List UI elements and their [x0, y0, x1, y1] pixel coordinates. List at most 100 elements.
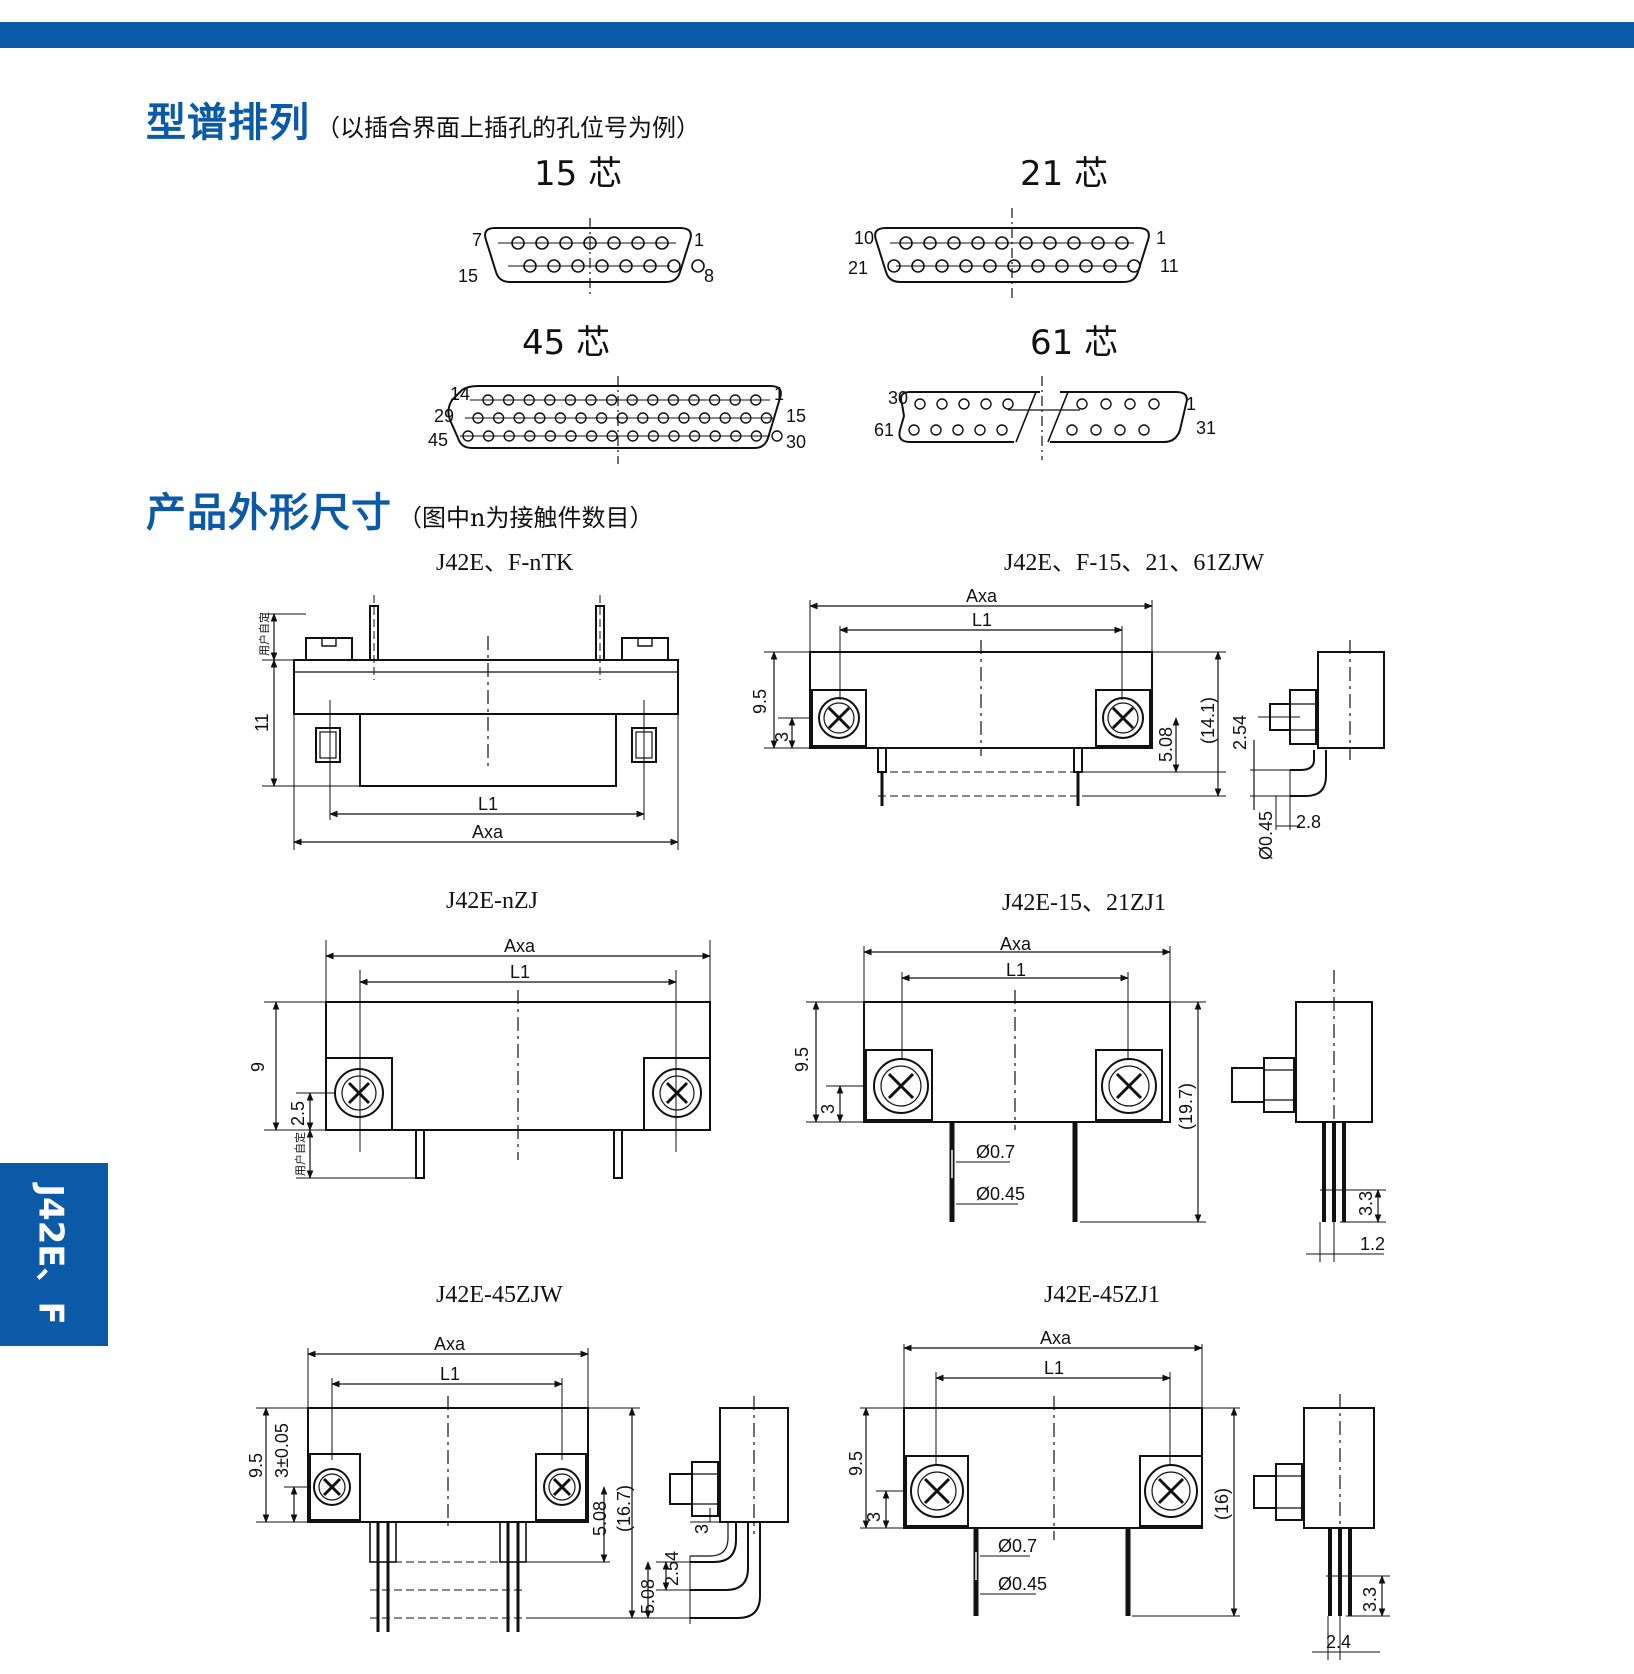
dim-label: 9.5	[792, 1047, 812, 1072]
dim-label: (14.1)	[1198, 697, 1218, 744]
contact-hole	[631, 236, 645, 250]
dim-label: L1	[972, 610, 992, 630]
layout-21-diagram	[874, 208, 1150, 298]
pin-label: 7	[472, 230, 482, 250]
contact-hole	[974, 424, 986, 436]
contact-hole	[1091, 236, 1105, 250]
pin-label: 11	[1160, 256, 1179, 276]
dim-label: L1	[510, 962, 530, 982]
dim-label: 3	[864, 1512, 884, 1522]
contact-hole	[698, 412, 711, 424]
dim-label: 3	[692, 1524, 712, 1534]
contact-hole	[462, 430, 474, 442]
contact-hole	[657, 412, 670, 424]
dim-label: 2.4	[1326, 1632, 1351, 1652]
layout-61-diagram	[898, 376, 1188, 460]
dim-label: Axa	[504, 936, 536, 956]
contact-hole	[688, 394, 700, 406]
pin-label: 1	[774, 384, 784, 404]
contact-hole	[688, 430, 701, 442]
dim-label: Axa	[966, 586, 998, 606]
dim-label: L1	[1006, 960, 1026, 980]
dim-label: Axa	[434, 1334, 466, 1354]
dim-note: 用户自定	[293, 1132, 307, 1176]
caption-zj1: J42E-15、21ZJ1	[1002, 890, 1166, 916]
contact-hole	[771, 430, 783, 442]
dim-label: L1	[478, 794, 498, 814]
dim-label: 3	[772, 732, 792, 742]
dim-note: 用户自定	[257, 612, 271, 656]
contact-hole	[1079, 259, 1093, 273]
caption-zjw: J42E、F-15、21、61ZJW	[1004, 550, 1264, 576]
dim-label: 3±0.05	[272, 1423, 292, 1478]
dim-label: 2.5	[288, 1101, 308, 1126]
contact-hole	[1007, 259, 1021, 273]
contact-hole	[1019, 236, 1033, 250]
contact-hole	[565, 430, 577, 442]
contact-hole	[513, 412, 525, 424]
contact-hole	[1055, 259, 1069, 273]
dim-label: 3.3	[1360, 1587, 1380, 1612]
contact-hole	[544, 430, 557, 442]
contact-hole	[655, 236, 669, 250]
contact-hole	[760, 412, 773, 424]
contact-hole	[595, 412, 608, 424]
contact-hole	[492, 412, 505, 424]
contact-hole	[626, 394, 638, 406]
pin-label: 14	[450, 384, 470, 404]
contact-hole	[667, 394, 680, 406]
contact-hole	[637, 412, 649, 424]
contact-hole	[559, 236, 573, 250]
contact-hole	[585, 430, 598, 442]
section-subtitle: （图中n为接触件数目）	[398, 504, 654, 532]
pin-label: 15	[458, 266, 478, 286]
pin-label: 1	[694, 230, 704, 250]
contact-hole	[740, 412, 752, 424]
contact-hole	[523, 259, 537, 273]
contact-hole	[1067, 236, 1081, 250]
pin-label: 45	[428, 430, 448, 450]
dim-label: Ø0.45	[976, 1184, 1025, 1204]
contact-hole	[1076, 398, 1088, 410]
section-dimensions-heading: 产品外形尺寸 （图中n为接触件数目）	[146, 480, 653, 538]
dim-label: Ø0.7	[976, 1142, 1015, 1162]
contact-hole	[571, 259, 585, 273]
contact-hole	[1114, 424, 1126, 436]
contact-hole	[643, 259, 657, 273]
contact-hole	[1031, 259, 1045, 273]
contact-hole	[1043, 236, 1057, 250]
contact-hole	[1138, 424, 1150, 436]
pin-label: 30	[786, 432, 806, 452]
dim-label: 5.08	[1156, 727, 1176, 762]
contact-hole	[911, 259, 925, 273]
drawing-zjw	[764, 600, 1385, 830]
dim-label: 9.5	[846, 1451, 866, 1476]
side-tab: J42E、F	[0, 1163, 108, 1346]
contact-hole	[899, 236, 913, 250]
contact-hole	[554, 412, 567, 424]
pin-label: 21	[848, 258, 868, 278]
dim-label: 1.2	[1360, 1234, 1385, 1254]
layout-61-label: 61 芯	[1030, 323, 1119, 363]
contact-hole	[691, 259, 705, 273]
pin-label: 1	[1186, 394, 1196, 414]
contact-hole	[914, 398, 926, 410]
contact-hole	[1100, 398, 1112, 410]
contact-hole	[667, 259, 681, 273]
dim-label: 3	[818, 1104, 838, 1114]
contact-hole	[947, 236, 961, 250]
contact-hole	[952, 424, 964, 436]
dim-label: (16)	[1212, 1488, 1232, 1520]
contact-hole	[908, 424, 920, 436]
contact-hole	[575, 412, 587, 424]
contact-hole	[729, 394, 741, 406]
caption-zjw45: J42E-45ZJW	[436, 1282, 563, 1308]
pin-label: 29	[434, 406, 454, 426]
layout-15-diagram	[484, 218, 705, 298]
dim-label: 9	[248, 1062, 268, 1072]
contact-hole	[619, 259, 633, 273]
drawing-zj145	[860, 1344, 1390, 1660]
pin-label: 1	[1156, 228, 1166, 248]
contact-hole	[1124, 398, 1136, 410]
